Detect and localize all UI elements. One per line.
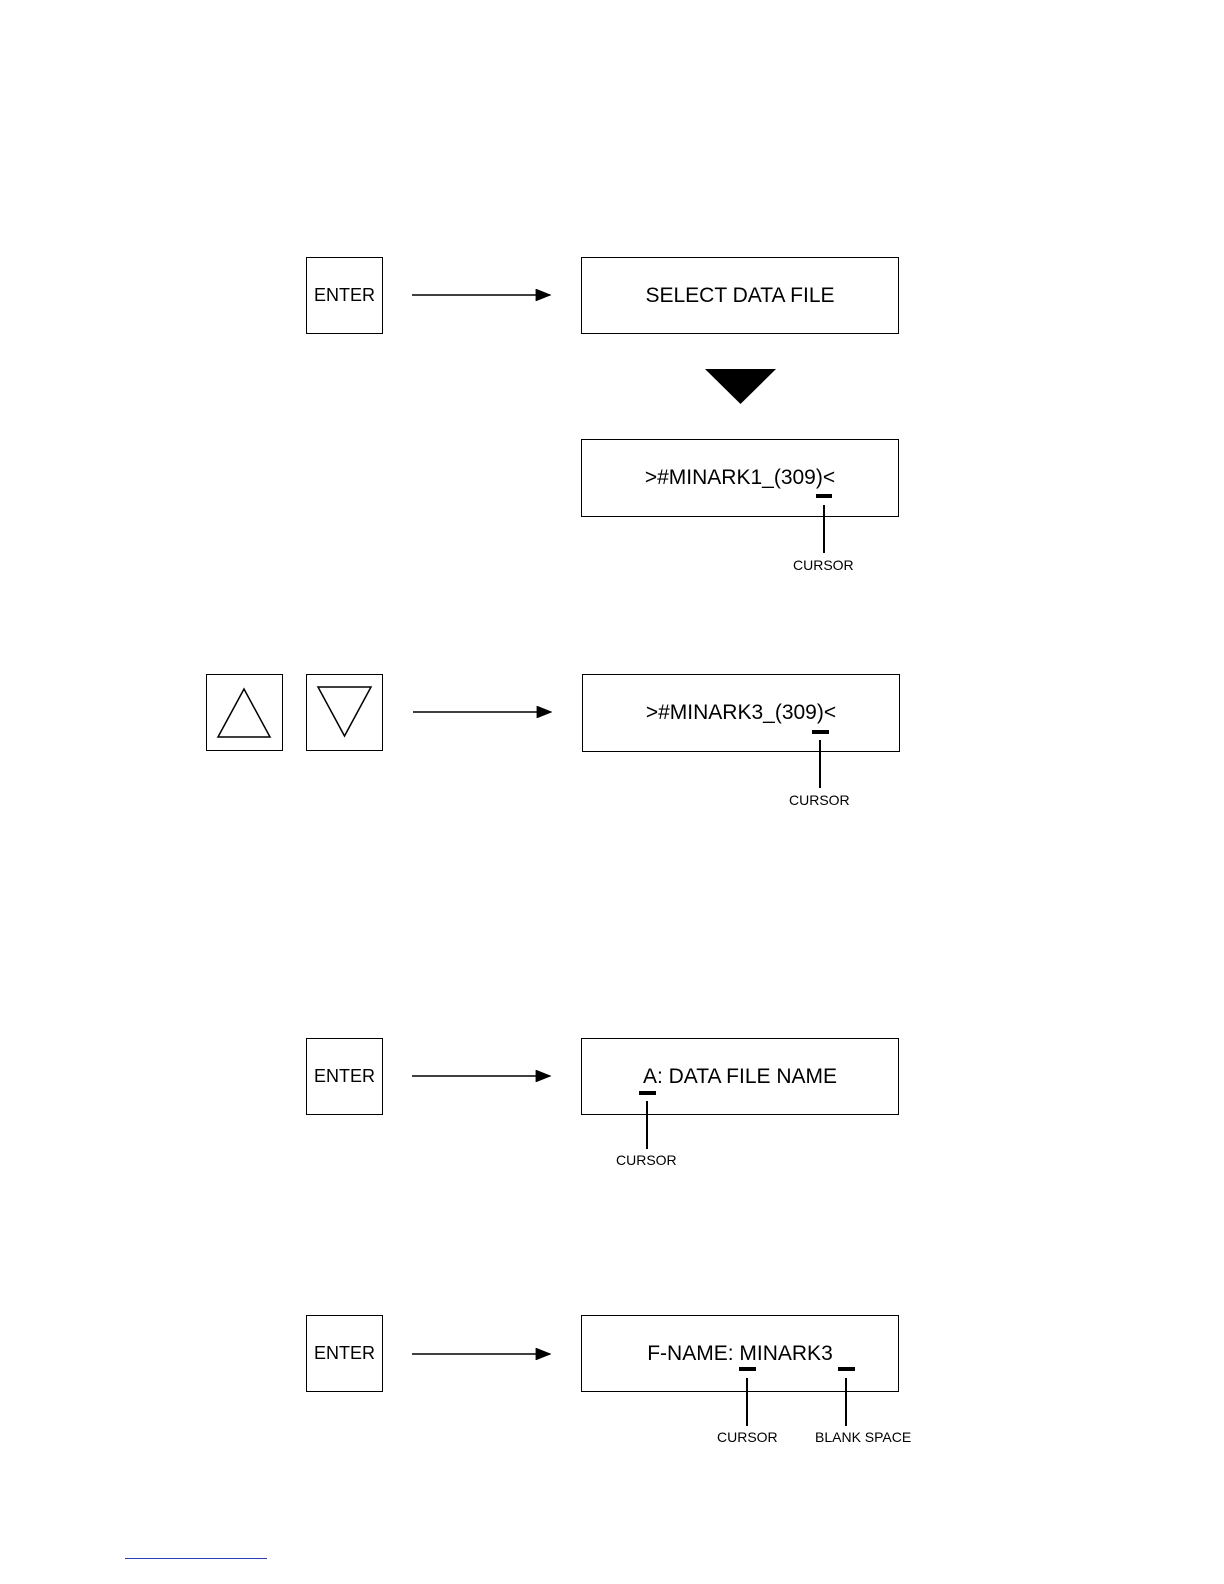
enter-key-1[interactable]: ENTER — [306, 257, 383, 334]
blank-space-mark — [838, 1367, 855, 1371]
cursor-callout: CURSOR — [616, 1152, 677, 1168]
cursor-callout: CURSOR — [789, 792, 850, 808]
display-text: SELECT DATA FILE — [582, 258, 898, 333]
cursor-leader-line — [746, 1378, 748, 1426]
cursor-mark — [816, 494, 832, 498]
enter-key-label: ENTER — [314, 285, 375, 306]
lcd-display-f-name: F-NAME: MINARK3 — [581, 1315, 899, 1392]
cursor-leader-line — [823, 505, 825, 553]
cursor-mark — [739, 1367, 756, 1371]
arrow-right-icon — [412, 1348, 554, 1360]
cursor-callout: CURSOR — [793, 557, 854, 573]
lcd-display-data-file-name: A: DATA FILE NAME — [581, 1038, 899, 1115]
arrow-right-icon — [412, 289, 554, 301]
cursor-mark — [639, 1091, 656, 1095]
blank-space-leader-line — [845, 1378, 847, 1426]
enter-key-label: ENTER — [314, 1343, 375, 1364]
enter-key-2[interactable]: ENTER — [306, 1038, 383, 1115]
enter-key-label: ENTER — [314, 1066, 375, 1087]
cursor-mark — [812, 730, 829, 734]
display-text: A: DATA FILE NAME — [582, 1039, 898, 1114]
display-text: >#MINARK3_(309)< — [583, 675, 899, 751]
enter-key-3[interactable]: ENTER — [306, 1315, 383, 1392]
cursor-leader-line — [646, 1101, 648, 1149]
triangle-up-icon — [207, 675, 281, 749]
display-text: >#MINARK1_(309)< — [582, 440, 898, 516]
blank-space-callout: BLANK SPACE — [815, 1429, 911, 1445]
lcd-display-minark3: >#MINARK3_(309)< — [582, 674, 900, 752]
lcd-display-select-data-file: SELECT DATA FILE — [581, 257, 899, 334]
arrow-right-icon — [412, 1070, 554, 1082]
cursor-callout: CURSOR — [717, 1429, 778, 1445]
cursor-leader-line — [819, 740, 821, 788]
down-key[interactable] — [306, 674, 383, 751]
down-pointer-icon — [705, 369, 776, 405]
arrow-right-icon — [413, 706, 555, 718]
up-key[interactable] — [206, 674, 283, 751]
lcd-display-minark1: >#MINARK1_(309)< — [581, 439, 899, 517]
footer-rule — [125, 1558, 267, 1559]
display-text: F-NAME: MINARK3 — [582, 1316, 898, 1391]
triangle-down-icon — [307, 675, 381, 749]
